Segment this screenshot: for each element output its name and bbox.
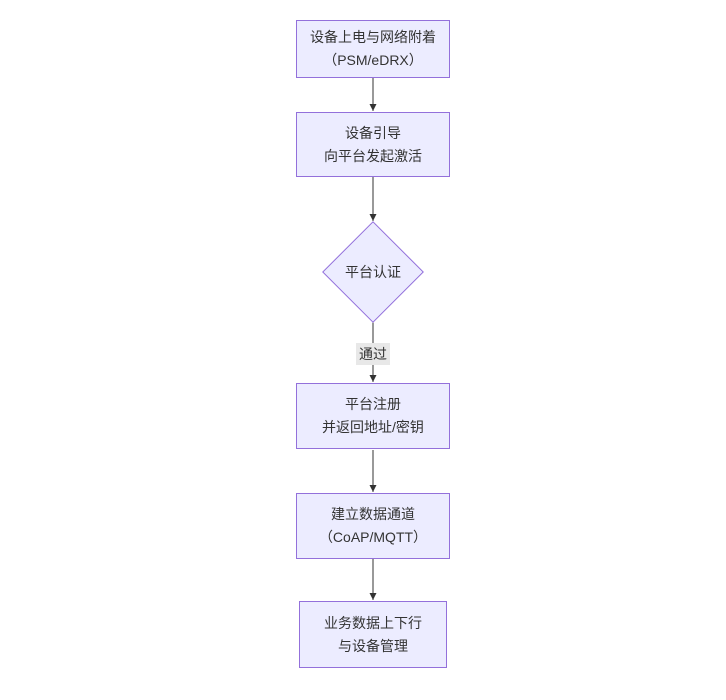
node-label-line: 与设备管理 (338, 637, 408, 654)
node-bootstrap: 设备引导 向平台发起激活 (296, 112, 450, 177)
node-power-attach: 设备上电与网络附着 （PSM/eDRX） (296, 20, 450, 78)
node-label-line: （CoAP/MQTT） (318, 529, 428, 545)
node-platform-auth: 平台认证 (322, 221, 424, 323)
node-label-line: 并返回地址/密钥 (322, 419, 424, 435)
node-label-line: 设备引导 (345, 124, 401, 141)
node-label-line: 平台注册 (345, 396, 401, 412)
node-business-data: 业务数据上下行 与设备管理 (299, 601, 447, 668)
node-label-line: 设备上电与网络附着 (310, 29, 436, 45)
node-register: 平台注册 并返回地址/密钥 (296, 383, 450, 449)
node-label-line: （PSM/eDRX） (323, 52, 423, 68)
node-label-line: 建立数据通道 (331, 506, 415, 522)
node-label-line: 平台认证 (345, 264, 401, 280)
node-data-channel: 建立数据通道 （CoAP/MQTT） (296, 493, 450, 559)
node-label-line: 向平台发起激活 (324, 147, 422, 164)
edge-label-pass: 通过 (356, 343, 390, 365)
node-label-line: 业务数据上下行 (324, 614, 422, 631)
